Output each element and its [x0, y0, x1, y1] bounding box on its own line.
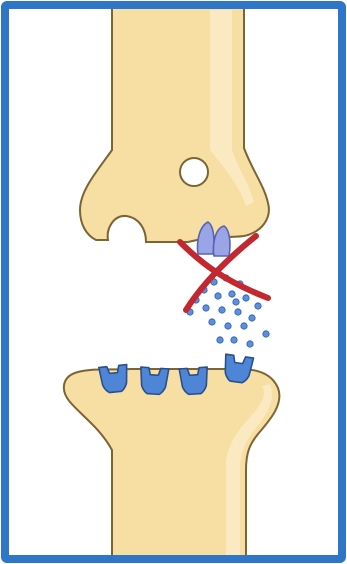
neurotransmitter-molecule-icon — [263, 331, 269, 337]
neurotransmitter-molecule-icon — [235, 309, 241, 315]
neurotransmitter-molecule-icon — [215, 293, 221, 299]
vesicle-icon — [180, 158, 208, 186]
neurotransmitter-molecule-icon — [225, 323, 231, 329]
neurotransmitter-molecule-icon — [229, 291, 235, 297]
neurotransmitter-molecule-icon — [217, 337, 223, 343]
neurotransmitter-molecule-icon — [231, 337, 237, 343]
neurotransmitter-molecule-icon — [233, 299, 239, 305]
neurotransmitter-molecule-icon — [203, 305, 209, 311]
neurotransmitter-molecule-icon — [241, 323, 247, 329]
neurotransmitter-molecule-icon — [219, 307, 225, 313]
neurotransmitter-molecule-icon — [255, 303, 261, 309]
neurotransmitter-molecule-icon — [243, 295, 249, 301]
neurotransmitter-molecule-icon — [247, 341, 253, 347]
neurotransmitter-molecule-icon — [249, 315, 255, 321]
neurotransmitter-molecule-icon — [209, 319, 215, 325]
